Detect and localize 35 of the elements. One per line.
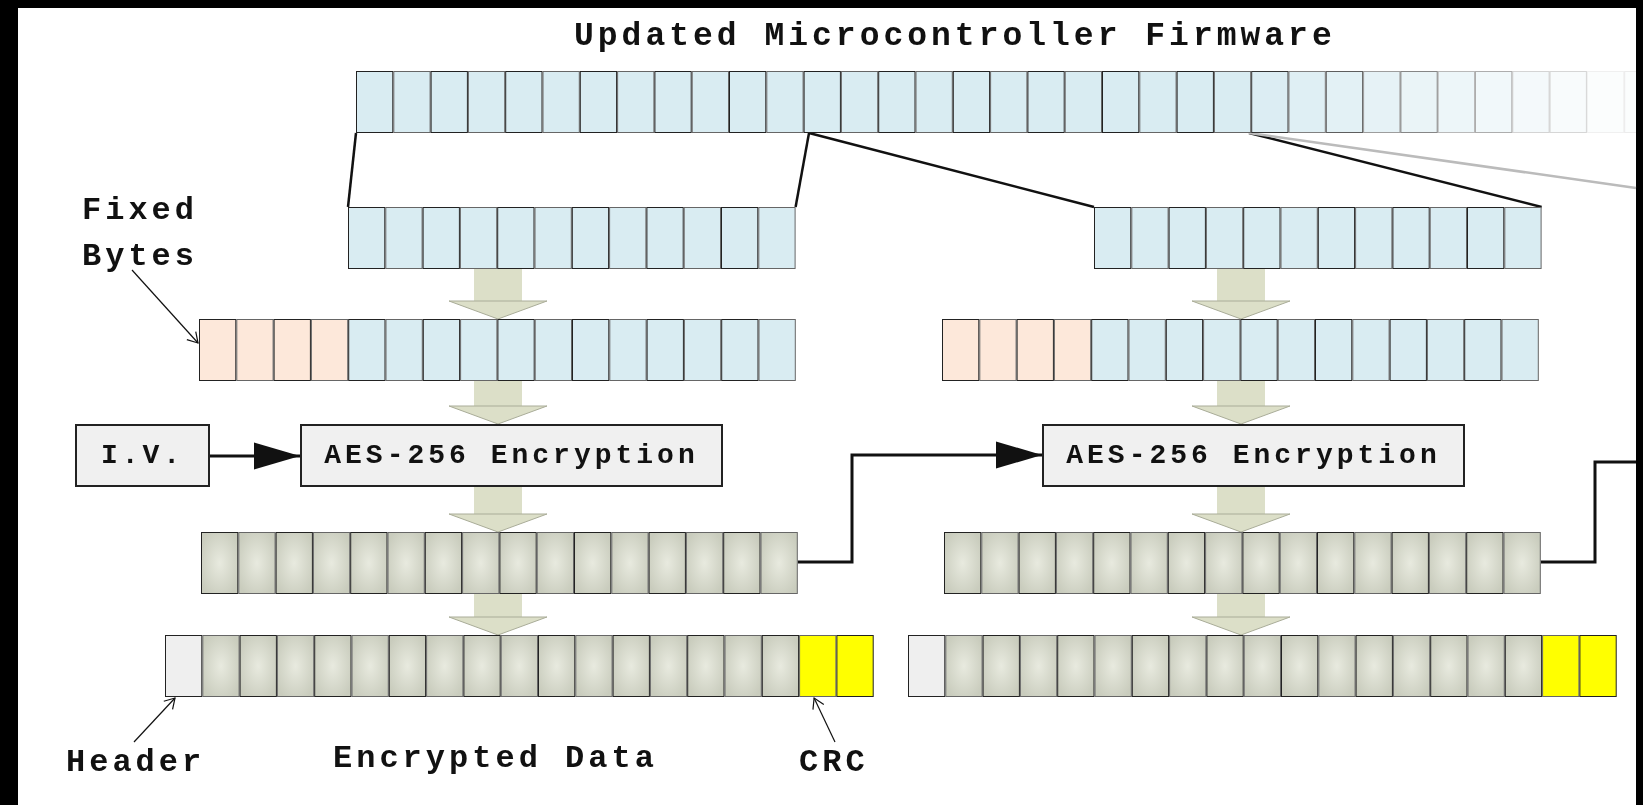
output-packet xyxy=(165,635,874,697)
block-arrow xyxy=(448,269,548,320)
annotation-label: CRC xyxy=(799,740,879,786)
zoom-guide-line xyxy=(1248,131,1637,190)
process-box: AES-256 Encryption xyxy=(1042,424,1465,487)
encrypted-byte-block xyxy=(944,532,1541,594)
zoom-guide-line xyxy=(808,131,1095,209)
output-packet xyxy=(908,635,1617,697)
process-box: AES-256 Encryption xyxy=(300,424,723,487)
firmware-byte-array xyxy=(356,71,1636,133)
zoom-guide-line xyxy=(794,132,811,208)
block-arrow xyxy=(1191,487,1291,533)
annotation-label: Fixed Bytes xyxy=(82,188,232,270)
block-arrow xyxy=(448,594,548,636)
block-arrow xyxy=(1191,594,1291,636)
leader-line xyxy=(133,697,176,743)
encrypted-byte-block xyxy=(201,532,798,594)
leader-line xyxy=(812,697,836,743)
section-label: Encrypted Data xyxy=(333,740,658,777)
connector-arrow xyxy=(210,442,300,470)
padded-byte-block xyxy=(199,319,796,381)
block-arrow xyxy=(1191,381,1291,425)
connector-arrow xyxy=(797,441,1042,564)
diagram-title: Updated Microcontroller Firmware xyxy=(574,18,1336,55)
padded-byte-block xyxy=(942,319,1539,381)
block-arrow xyxy=(1191,269,1291,320)
block-arrow xyxy=(448,381,548,425)
process-box: I.V. xyxy=(75,424,210,487)
zoom-guide-line xyxy=(346,132,358,208)
byte-block xyxy=(1094,207,1542,269)
annotation-label: Header xyxy=(66,740,216,786)
leader-line xyxy=(131,269,199,344)
block-arrow xyxy=(448,487,548,533)
zoom-guide-line xyxy=(1248,131,1542,209)
byte-block xyxy=(348,207,796,269)
